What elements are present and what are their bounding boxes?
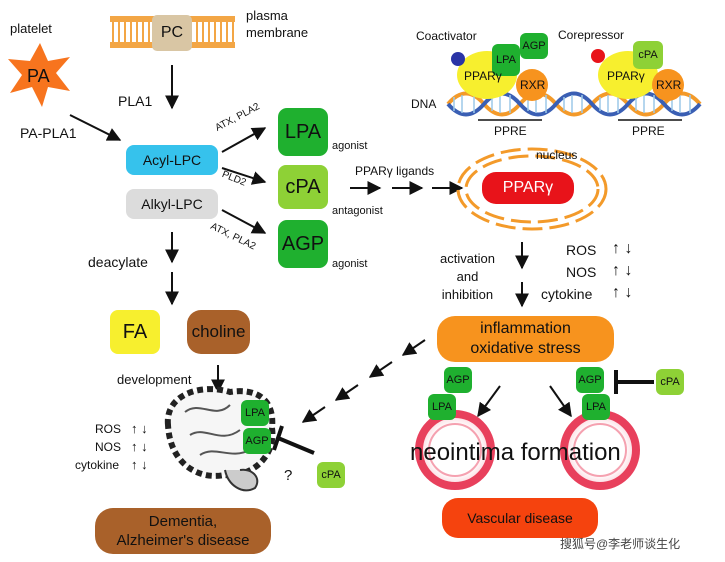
coactivator-label: Coactivator [416, 29, 477, 43]
dashed-arrows [301, 339, 426, 423]
plasma-membrane-label: plasma membrane [246, 8, 309, 40]
cpa-corepressor-box: cPA [633, 41, 663, 69]
agonist-label-b: agonist [332, 258, 368, 270]
arrows-ros-right: ↑ ↓ [612, 240, 633, 257]
agp-brain-box: AGP [243, 428, 271, 454]
arrows-ros-left: ↑ ↓ [131, 421, 148, 436]
development-label: development [117, 372, 192, 387]
cpa-brain-box: cPA [317, 462, 345, 488]
nos-label-right: NOS [566, 264, 597, 280]
arrows-cytokine-left: ↑ ↓ [131, 457, 148, 472]
arrows-cytokine-right: ↑ ↓ [612, 284, 633, 301]
pparg-right-label: PPARγ [607, 69, 645, 83]
question-mark: ? [284, 467, 293, 484]
pparg-left-label: PPARγ [464, 69, 502, 83]
pparg-ligands-label: PPARγ ligands [355, 164, 435, 178]
agp-left-box: AGP [444, 367, 472, 393]
neointima-formation-label: neointima formation [410, 439, 621, 466]
ppre-left-label: PPRE [494, 124, 527, 138]
cytokine-label-left: cytokine [75, 458, 120, 472]
ring-arrows [477, 385, 572, 418]
dna-label: DNA [411, 97, 437, 111]
pc-box: PC [152, 15, 192, 51]
rxr-right-label: RXR [656, 78, 682, 92]
inflammation-box: inflammation oxidative stress [437, 316, 614, 362]
agp-coactivator-box: AGP [520, 33, 548, 59]
cpa-right-box: cPA [656, 369, 684, 395]
lpa-coactivator-box: LPA [492, 44, 520, 76]
nucleus-label: nucleus [536, 148, 578, 162]
platelet-label: platelet [10, 21, 52, 36]
acyl-lpc-box: Acyl-LPC [126, 145, 218, 175]
fa-box: FA [110, 310, 160, 354]
agp-right-box: AGP [576, 367, 604, 393]
lpa-left-box: LPA [428, 394, 456, 420]
arrows-nos-right: ↑ ↓ [612, 262, 633, 279]
vascular-disease-box: Vascular disease [442, 498, 598, 538]
agonist-label-a: agonist [332, 140, 368, 152]
pla1-label: PLA1 [118, 93, 153, 109]
watermark: 搜狐号@李老师谈生化 [560, 537, 681, 551]
platelet-star [8, 43, 70, 107]
arrows-nos-left: ↑ ↓ [131, 439, 148, 454]
lpa-right-box: LPA [582, 394, 610, 420]
cytokine-label-right: cytokine [541, 286, 593, 302]
cpa-box: cPA [278, 165, 328, 209]
ppre-right-label: PPRE [632, 124, 665, 138]
choline-box: choline [187, 310, 250, 354]
nos-label-left: NOS [95, 440, 122, 454]
antagonist-label: antagonist [332, 205, 383, 217]
top-arrows [69, 65, 529, 394]
pa-pla1-label: PA-PLA1 [20, 125, 77, 141]
pparg-nucleus-box: PPARγ [482, 172, 574, 204]
alkyl-lpc-box: Alkyl-LPC [126, 189, 218, 219]
nucleus-membrane [456, 147, 608, 231]
corepressor-label: Corepressor [558, 28, 625, 42]
deacylate-label: deacylate [88, 254, 148, 270]
lpa-box: LPA [278, 108, 328, 156]
activation-inhibition-label: activation and inhibition [440, 251, 495, 302]
ros-label-right: ROS [566, 242, 597, 258]
pa-label: PA [27, 66, 50, 86]
rxr-left-label: RXR [520, 78, 546, 92]
dementia-box: Dementia, Alzheimer's disease [95, 508, 271, 554]
lpa-brain-box: LPA [241, 400, 269, 426]
ros-label-left: ROS [95, 422, 122, 436]
agp-box: AGP [278, 220, 328, 268]
inhibition-bars [272, 370, 654, 455]
dna-helix [446, 91, 702, 121]
